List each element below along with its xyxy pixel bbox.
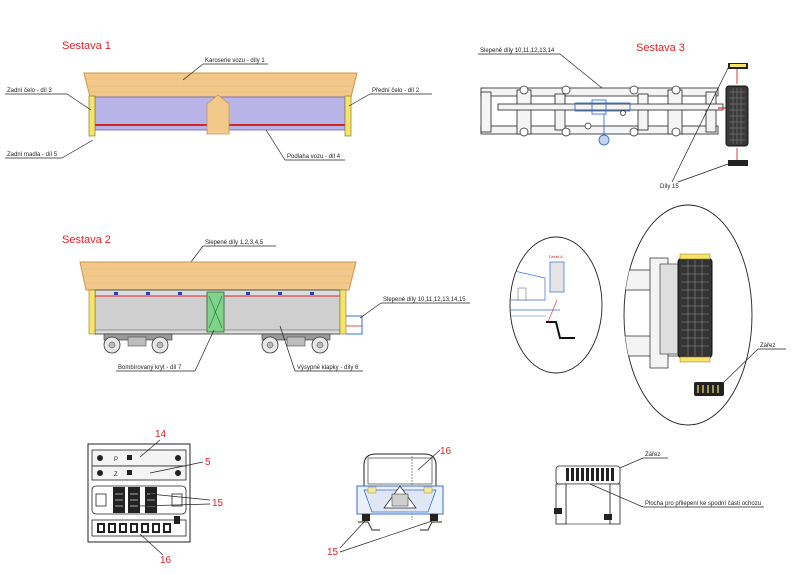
label-notch: Zářez bbox=[760, 343, 775, 349]
bottom-left-panel: P Z 14 5 15 bbox=[87, 429, 224, 566]
a1-roof bbox=[83, 72, 358, 98]
label-parts15: Díly 15 bbox=[660, 184, 679, 190]
a2-bogie-right bbox=[261, 333, 331, 354]
label-glued-parts-a2: Slepené díly 1,2,3,4,5 bbox=[205, 240, 264, 246]
label-glued-parts-a2-right: Slepené díly 10,11,12,13,14,15 bbox=[383, 297, 466, 303]
a1-center-cover bbox=[206, 94, 230, 135]
a1-front-end bbox=[344, 95, 352, 137]
assembly-3-title: Sestava 3 bbox=[636, 42, 685, 54]
label-floor: Podlaha vozu - díl 4 bbox=[287, 154, 341, 160]
label-front-end: Přední čelo - díl 2 bbox=[372, 88, 420, 94]
label-glued-parts-a3: Slepené díly 10,11,12,13,14 bbox=[480, 48, 555, 54]
detail-circle-right: Zářez bbox=[623, 204, 786, 426]
label-dump-flaps: Výsypné klapky - díly 6 bbox=[297, 365, 359, 371]
detail-circle-left: Detail A bbox=[509, 236, 603, 374]
label-rear-end: Zadní čelo - díl 3 bbox=[7, 88, 52, 94]
bottom-right-detail: Zářez Plocha pro přilepení ke spodní čás… bbox=[554, 452, 764, 525]
num-14: 14 bbox=[155, 429, 167, 440]
num-16b: 16 bbox=[440, 446, 452, 457]
num-16a: 16 bbox=[160, 555, 172, 566]
a1-rear-end bbox=[88, 95, 96, 137]
assembly-1-title: Sestava 1 bbox=[62, 40, 111, 52]
assembly-3: Sestava 3 Slepené díly 10,11,12,13,14 bbox=[478, 42, 749, 190]
assembly-1: Sestava 1 Karoserie vozu - díly 1 Zadní … bbox=[5, 40, 432, 161]
num-15a: 15 bbox=[212, 498, 224, 509]
num-5: 5 bbox=[205, 457, 211, 468]
assembly-2-title: Sestava 2 bbox=[62, 234, 111, 246]
letter-z: Z bbox=[114, 472, 118, 478]
num-15b: 15 bbox=[327, 547, 339, 558]
a2-bogie-left bbox=[103, 333, 173, 354]
letter-p: P bbox=[114, 457, 118, 463]
label-glue-surface: Plocha pro přilepení ke spodní části och… bbox=[645, 501, 761, 507]
assembly-2: Sestava 2 Slepené díly 1,2,3,4,5 bbox=[62, 234, 470, 372]
bottom-middle-endview: 16 15 bbox=[327, 446, 452, 558]
label-bombed-cover: Bombírovaný kryt - díl 7 bbox=[118, 365, 182, 371]
label-notch2: Zářez bbox=[645, 452, 660, 458]
label-rear-handle: Zadní madla - díl 5 bbox=[7, 152, 58, 158]
notch-piece bbox=[694, 382, 724, 396]
label-detail: Detail A bbox=[549, 254, 563, 259]
a3-step-bottom bbox=[728, 160, 748, 166]
label-body1: Karoserie vozu - díly 1 bbox=[205, 58, 265, 64]
